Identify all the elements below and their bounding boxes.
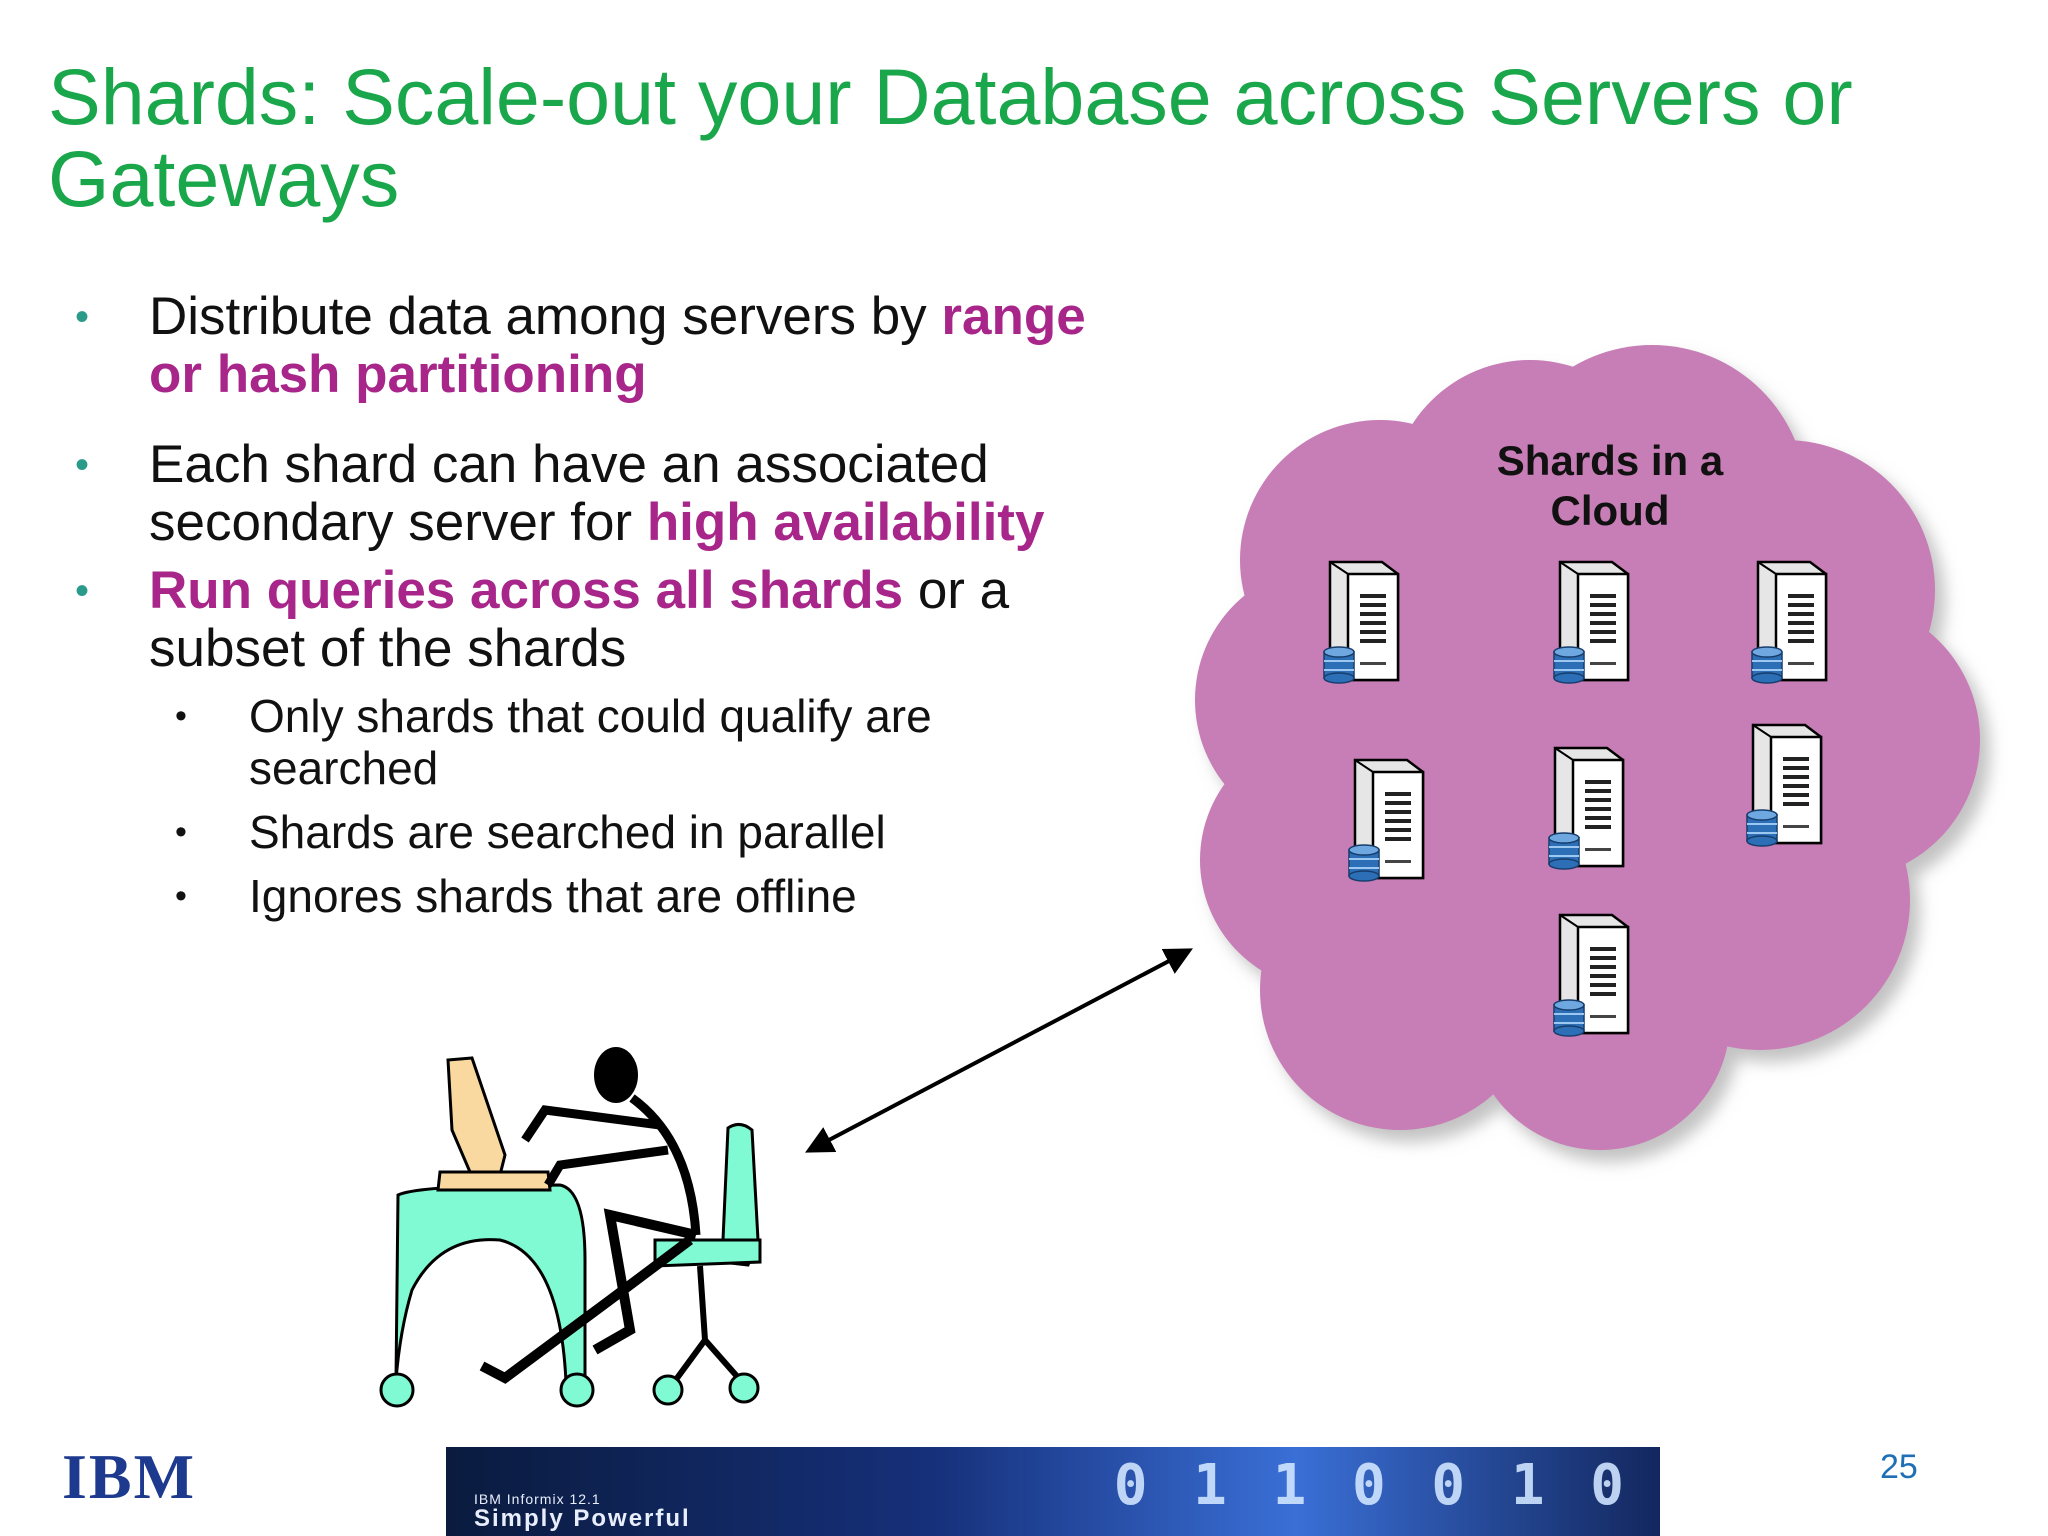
bullet-dot: • [75,295,90,339]
bullet-item: • Run queries across all shards or a sub… [75,561,1095,923]
cloud-label-line2: Cloud [1550,487,1670,534]
bullet-list: • Distribute data among servers by range… [75,288,1095,954]
slide-title: Shards: Scale-out your Database across S… [48,52,1853,223]
page-number: 25 [1880,1448,1918,1486]
bullet-item: • Each shard can have an associated seco… [75,436,1095,552]
sub-bullet-text: Ignores shards that are offline [249,870,857,922]
footer-banner: 0 1 1 0 0 1 0 IBM Informix 12.1 Simply P… [446,1447,1660,1536]
database-icon [1323,646,1355,684]
sub-bullet-item: • Ignores shards that are offline [175,870,1095,922]
sub-bullet-text: Shards are searched in parallel [249,806,886,858]
server-icon [1751,560,1828,684]
server-icon [1323,560,1400,684]
banner-digits: 0 1 1 0 0 1 0 [1113,1453,1630,1518]
bullet-text: Distribute data among servers by [149,287,942,346]
cloud-label-line1: Shards in a [1496,437,1724,484]
server-icon [1746,723,1823,847]
database-icon [1548,832,1580,870]
database-icon [1348,844,1380,882]
banner-product: IBM Informix 12.1 [474,1491,601,1507]
sub-bullet-list: • Only shards that could qualify are sear… [175,690,1095,922]
bullet-dot: • [75,569,90,613]
bullet-highlight: Run queries across all shards [149,561,904,620]
bullet-item: • Distribute data among servers by range… [75,288,1095,404]
database-icon [1553,999,1585,1037]
server-icon [1348,758,1425,882]
bullet-highlight: range or hash partitioning [149,287,1086,404]
server-icon [1553,913,1630,1037]
sub-bullet-item: • Shards are searched in parallel [175,806,1095,858]
ibm-logo: IBM [62,1441,196,1512]
connection-arrow [805,948,1193,1153]
sub-bullet-dot: • [175,813,187,851]
server-group [1323,560,1828,1037]
sub-bullet-item: • Only shards that could qualify are sear… [175,690,1095,794]
server-icon [1553,560,1630,684]
bullet-dot: • [75,443,90,487]
sub-bullet-dot: • [175,877,187,915]
banner-tagline: Simply Powerful [474,1505,691,1532]
sub-bullet-dot: • [175,697,187,735]
database-icon [1553,646,1585,684]
bullet-text-end: or a subset of the shards [149,561,1010,678]
server-icon [1548,746,1625,870]
database-icon [1751,646,1783,684]
sub-bullet-text: Only shards that could qualify are searc… [249,690,932,794]
bullet-text: Each shard can have an associated second… [149,435,989,552]
database-icon [1746,809,1778,847]
person-at-desk-illustration [379,1047,762,1408]
bullet-highlight: high availability [646,493,1045,552]
cloud-label: Shards in a Cloud [1460,436,1760,536]
